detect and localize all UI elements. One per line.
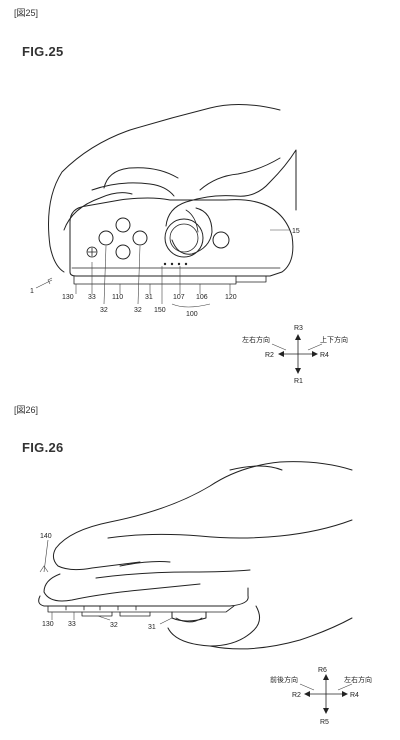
fig25-ref-32a: 32 (100, 307, 108, 314)
fig25-dir-left-label: 左右方向 (242, 335, 270, 344)
fig25-title: FIG.25 (22, 44, 64, 59)
fig25-ref-110: 110 (112, 294, 123, 301)
fig25-ref-15: 15 (292, 228, 300, 235)
fig25-controller-body (69, 197, 294, 285)
fig25-analog-stick (164, 218, 204, 258)
fig26-dir-right: R4 (350, 692, 359, 699)
fig25-ref-31: 31 (145, 294, 153, 301)
fig26-ref-140: 140 (40, 533, 52, 540)
fig25-ref-130: 130 (62, 294, 74, 301)
fig25-dir-up: R3 (294, 325, 303, 332)
fig25-ref-120: 120 (225, 294, 237, 301)
fig26-dir-left: R2 (292, 692, 301, 699)
fig26-ref-32: 32 (110, 622, 118, 629)
fig26-hand (43, 461, 353, 602)
fig25-header: [図25] (14, 8, 39, 18)
fig26-dir-down: R5 (320, 719, 329, 726)
fig26-leaders (39, 539, 173, 625)
fig25-dir-left: R2 (265, 352, 274, 359)
fig26-dir-up: R6 (318, 667, 327, 674)
fig25-leaders (35, 229, 290, 308)
fig26-dir-right-label: 左右方向 (344, 675, 372, 684)
fig25-ref-33: 33 (88, 294, 96, 301)
fig26-ref-130: 130 (42, 621, 54, 628)
fig25-ref-1: 1 (30, 288, 34, 295)
fig25-hand (48, 103, 297, 273)
fig25-buttons (86, 217, 230, 260)
fig26-header: [図26] (14, 405, 39, 415)
fig26-direction-indicator: R6 R5 R2 R4 前後方向 左右方向 (270, 667, 372, 726)
fig25-ref-107: 107 (173, 294, 185, 301)
fig25-ref-150: 150 (154, 307, 166, 314)
fig26-ref-33: 33 (68, 621, 76, 628)
fig25-dir-right-label: 上下方向 (320, 335, 348, 344)
fig25-direction-indicator: R3 R1 R2 R4 左右方向 上下方向 (242, 325, 348, 385)
fig26-dir-left-label: 前後方向 (270, 675, 298, 684)
fig25-dir-down: R1 (294, 378, 303, 385)
fig25-ref-32b: 32 (134, 307, 142, 314)
fig25-drawing: 1 15 130 33 110 31 107 106 120 32 32 150… (30, 103, 348, 385)
fig26-ref-31: 31 (148, 624, 156, 631)
fig26-drawing: 140 130 33 32 31 R6 R5 R2 R4 前後方向 左右方向 (38, 461, 372, 726)
fig25-ref-100: 100 (186, 311, 198, 318)
fig25-ref-106: 106 (196, 294, 208, 301)
fig25-dir-right: R4 (320, 352, 329, 359)
fig26-title: FIG.26 (22, 440, 64, 455)
fig26-controller (38, 587, 353, 650)
